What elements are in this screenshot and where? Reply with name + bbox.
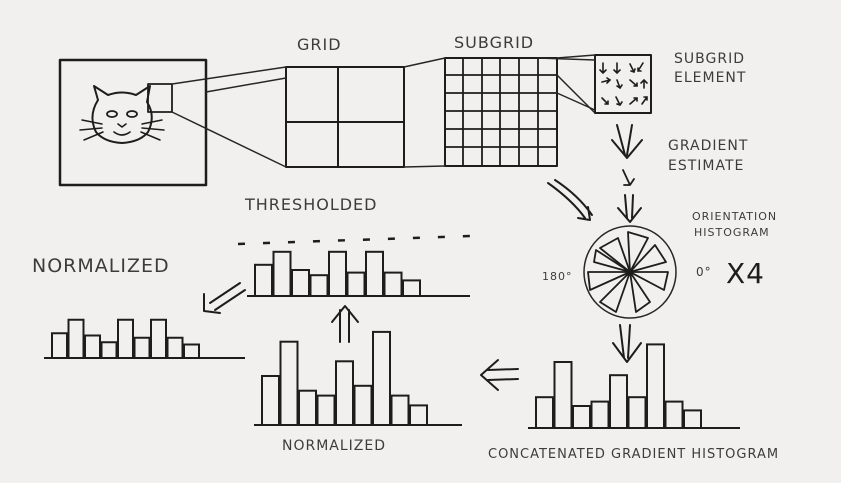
histogram-bar [590,400,610,430]
histogram-bar [646,343,665,429]
histogram-bar [150,318,167,359]
histogram-bar [291,269,310,297]
histogram-bar [166,336,184,359]
histogram-bar [133,336,151,359]
label-gradient-estimate-line1: GRADIENT [668,138,748,154]
histogram-bar [117,318,134,359]
label-gradient-estimate-line2: ESTIMATE [668,158,744,174]
flow-arrows [547,124,643,363]
histogram-bar [51,332,68,359]
label-times-four: X4 [726,257,765,290]
label-angle-180: 180° [542,270,573,283]
histogram-bar [316,394,336,427]
histogram-bar [261,375,280,426]
cat-icon [79,85,165,144]
connectors-subgrid-element [537,54,596,114]
histogram-bar [335,360,354,426]
diag-double-arrow [203,282,246,314]
histogram-bar [365,250,384,298]
histogram-bar [100,341,118,359]
input-image [58,58,208,187]
label-orientation-histogram-line2: HISTOGRAM [694,226,770,239]
histogram-bar [683,409,702,429]
down-arrow-1 [611,124,643,159]
label-subgrid-element-line2: ELEMENT [674,70,746,86]
histogram-bar [390,394,410,427]
histogram-normalized-final [44,318,245,359]
left-double-arrow [480,359,519,391]
histogram-bar [627,396,647,430]
label-normalized-bottom: NORMALIZED [282,438,386,454]
histogram-normalized [254,330,462,427]
histogram-bar [664,400,684,430]
histogram-bar [553,361,573,429]
histogram-bar [383,271,403,298]
subgrid-box [444,57,558,167]
label-concatenated-histogram: CONCATENATED GRADIENT HISTOGRAM [488,447,779,462]
down-arrow-3 [612,324,642,363]
label-angle-0: 0° [696,265,712,279]
down-arrow-2 [617,194,642,223]
histogram-bar [272,250,292,298]
label-normalized-top: NORMALIZED [32,255,170,277]
histogram-bar [353,384,373,426]
histogram-bar [572,405,591,429]
histogram-bar [254,263,273,297]
histogram-bar [298,389,317,427]
label-subgrid: SUBGRID [454,33,534,52]
histogram-bar [279,340,299,427]
connectors-image-grid [171,66,287,168]
histogram-bar [535,396,554,430]
label-grid: GRID [297,35,342,54]
histogram-bar [409,404,428,426]
selected-patch [147,83,173,113]
histogram-bar [84,334,101,359]
diag-arrow [547,179,593,221]
label-orientation-histogram-line1: ORIENTATION [692,210,777,223]
threshold-line [237,234,471,246]
gradient-arrows-icon [599,62,648,106]
histogram-bar [183,343,200,359]
histogram-bar [372,330,391,426]
histogram-bar [609,374,628,430]
grid-box [285,66,405,168]
histogram-bar [328,250,347,298]
histogram-thresholded [247,250,470,298]
histogram-bar [402,279,421,297]
up-double-arrow [331,305,359,343]
label-thresholded: THRESHOLDED [244,195,377,214]
histogram-bar [309,274,329,298]
histogram-bar [67,318,85,359]
connectors-grid-subgrid [403,57,446,168]
histogram-concatenated [528,343,740,430]
small-arrow [622,169,635,186]
histogram-bar [346,271,366,298]
subgrid-element-box [594,54,652,114]
flow-arrows-lower [203,282,519,391]
label-subgrid-element-line1: SUBGRID [674,51,745,67]
image-frame [58,58,208,187]
orientation-histogram [583,225,677,319]
